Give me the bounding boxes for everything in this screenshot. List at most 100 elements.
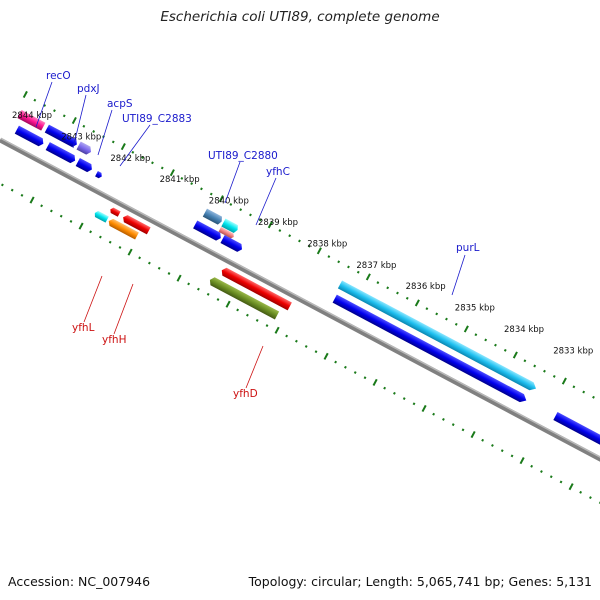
- tick-mark: [176, 274, 182, 282]
- tick-mark: [579, 490, 583, 494]
- tick-mark: [120, 143, 126, 151]
- tick-mark: [523, 359, 527, 363]
- tick-mark: [463, 325, 469, 333]
- tick-mark: [386, 286, 390, 290]
- tick-mark: [327, 255, 331, 259]
- gene-feature-purL[interactable]: [337, 280, 538, 392]
- tick-mark: [89, 230, 93, 234]
- gene-label-UTI89_C2880[interactable]: UTI89_C2880: [208, 150, 278, 162]
- tick-mark: [62, 114, 66, 118]
- tick-mark: [40, 204, 43, 208]
- tick-mark: [383, 386, 387, 390]
- tick-mark: [432, 412, 436, 416]
- tick-mark: [494, 343, 497, 347]
- tick-mark: [138, 256, 142, 260]
- tick-mark: [334, 360, 338, 364]
- tick-mark: [530, 464, 534, 468]
- tick-mark: [445, 317, 448, 321]
- tick-mark: [512, 351, 518, 359]
- genome-summary-text: Topology: circular; Length: 5,065,741 bp…: [248, 574, 592, 589]
- tick-mark: [442, 417, 445, 421]
- tick-mark: [160, 166, 164, 170]
- tick-mark: [510, 454, 514, 458]
- gene-feature-yfhL[interactable]: [93, 210, 109, 223]
- tick-label: 2838 kbp: [307, 239, 347, 249]
- gene-label-yfhC[interactable]: yfhC: [266, 166, 290, 178]
- gene-feature[interactable]: [221, 218, 239, 234]
- gene-feature[interactable]: [220, 266, 292, 311]
- gene-label-yfhL[interactable]: yfhL: [72, 322, 95, 334]
- gene-feature[interactable]: [218, 226, 236, 239]
- gene-feature[interactable]: [75, 158, 94, 173]
- gene-label-yfhD[interactable]: yfhD: [233, 388, 258, 400]
- tick-mark: [118, 246, 122, 249]
- gene-feature[interactable]: [220, 235, 244, 253]
- gene-feature[interactable]: [76, 141, 94, 157]
- tick-mark: [405, 296, 409, 300]
- tick-mark: [288, 234, 292, 238]
- tick-mark: [435, 312, 439, 316]
- tick-mark: [365, 273, 371, 281]
- tick-mark: [187, 282, 191, 286]
- tick-mark: [500, 449, 504, 453]
- gene-feature[interactable]: [202, 208, 224, 226]
- gene-label-acpS[interactable]: acpS: [107, 98, 133, 110]
- tick-mark: [425, 307, 429, 311]
- gene-feature[interactable]: [332, 294, 529, 405]
- gene-feature[interactable]: [121, 214, 151, 235]
- tick-mark: [71, 116, 77, 125]
- gene-feature-yfhH[interactable]: [107, 217, 139, 240]
- tick-mark: [414, 299, 420, 307]
- gene-feature[interactable]: [14, 125, 46, 148]
- tick-mark: [148, 261, 151, 265]
- gene-feature[interactable]: [553, 412, 600, 458]
- tick-mark: [347, 265, 350, 269]
- gene-feature[interactable]: [45, 142, 78, 165]
- tick-label: 2841 kbp: [160, 175, 200, 185]
- gene-label-pdxJ[interactable]: pdxJ: [77, 83, 100, 95]
- tick-mark: [131, 150, 135, 154]
- tick-mark: [218, 195, 224, 203]
- tick-mark: [543, 369, 546, 373]
- gene-feature[interactable]: [44, 124, 79, 149]
- gene-feature[interactable]: [17, 110, 46, 131]
- reverse-strand-features: [93, 207, 292, 320]
- tick-label: 2839 kbp: [258, 218, 298, 228]
- tick-mark: [298, 239, 301, 243]
- tick-mark: [206, 292, 210, 296]
- tick-mark: [180, 176, 184, 180]
- tick-label: 2834 kbp: [504, 325, 544, 335]
- tick-mark: [314, 350, 318, 354]
- tick-mark: [363, 376, 367, 380]
- tick-mark: [190, 182, 194, 186]
- tick-mark: [337, 260, 341, 264]
- accession-text: Accession: NC_007946: [8, 574, 151, 589]
- tick-mark: [209, 192, 213, 196]
- gene-label-recO[interactable]: recO: [46, 70, 71, 82]
- tick-mark: [396, 291, 399, 295]
- gene-feature-yfhD[interactable]: [208, 276, 280, 320]
- tick-mark: [295, 339, 298, 343]
- tick-mark: [157, 266, 161, 270]
- tick-mark: [108, 240, 112, 244]
- tick-mark: [592, 395, 595, 399]
- gene-feature[interactable]: [193, 220, 223, 242]
- tick-mark: [10, 188, 14, 192]
- tick-mark: [470, 430, 476, 439]
- gene-label-UTI89_C2883[interactable]: UTI89_C2883: [122, 113, 192, 125]
- gene-label-yfhH[interactable]: yfhH: [102, 334, 126, 346]
- tick-mark: [127, 248, 133, 256]
- tick-mark: [582, 390, 586, 394]
- tick-mark: [229, 203, 233, 206]
- gene-label-purL[interactable]: purL: [456, 242, 480, 254]
- gene-feature[interactable]: [95, 171, 103, 179]
- tick-label: 2833 kbp: [553, 346, 593, 356]
- tick-mark: [167, 272, 171, 275]
- tick-mark: [491, 444, 494, 447]
- gene-feature[interactable]: [109, 207, 121, 217]
- tick-mark: [200, 187, 203, 191]
- tick-mark: [552, 374, 556, 378]
- tick-mark: [481, 438, 485, 442]
- tick-mark: [461, 428, 465, 432]
